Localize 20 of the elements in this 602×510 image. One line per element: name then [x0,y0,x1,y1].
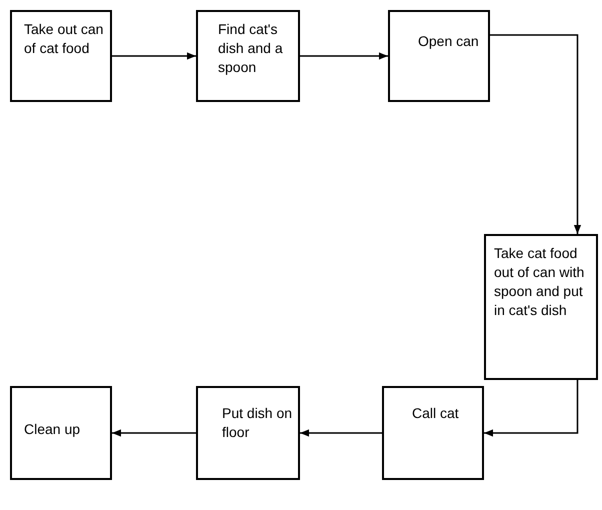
arrow [112,52,196,60]
step-text: Clean up [24,420,82,439]
process-box [484,234,598,380]
step-text: Take out can of cat food [24,20,104,58]
arrow [490,34,582,234]
process-box [196,386,300,480]
step-text: Open can [418,32,480,51]
arrow [112,429,196,437]
step-text: Call cat [412,404,460,423]
step-text: Find cat's dish and a spoon [218,20,284,77]
step-text: Put dish on floor [222,404,294,442]
arrow [484,380,578,437]
process-box [382,386,484,480]
arrow [300,429,382,437]
step-text: Take cat food out of can with spoon and put in cat's dish [494,244,586,320]
process-box [388,10,490,102]
process-box [10,386,112,480]
process-box [10,10,112,102]
arrow [300,52,388,60]
process-box [196,10,300,102]
